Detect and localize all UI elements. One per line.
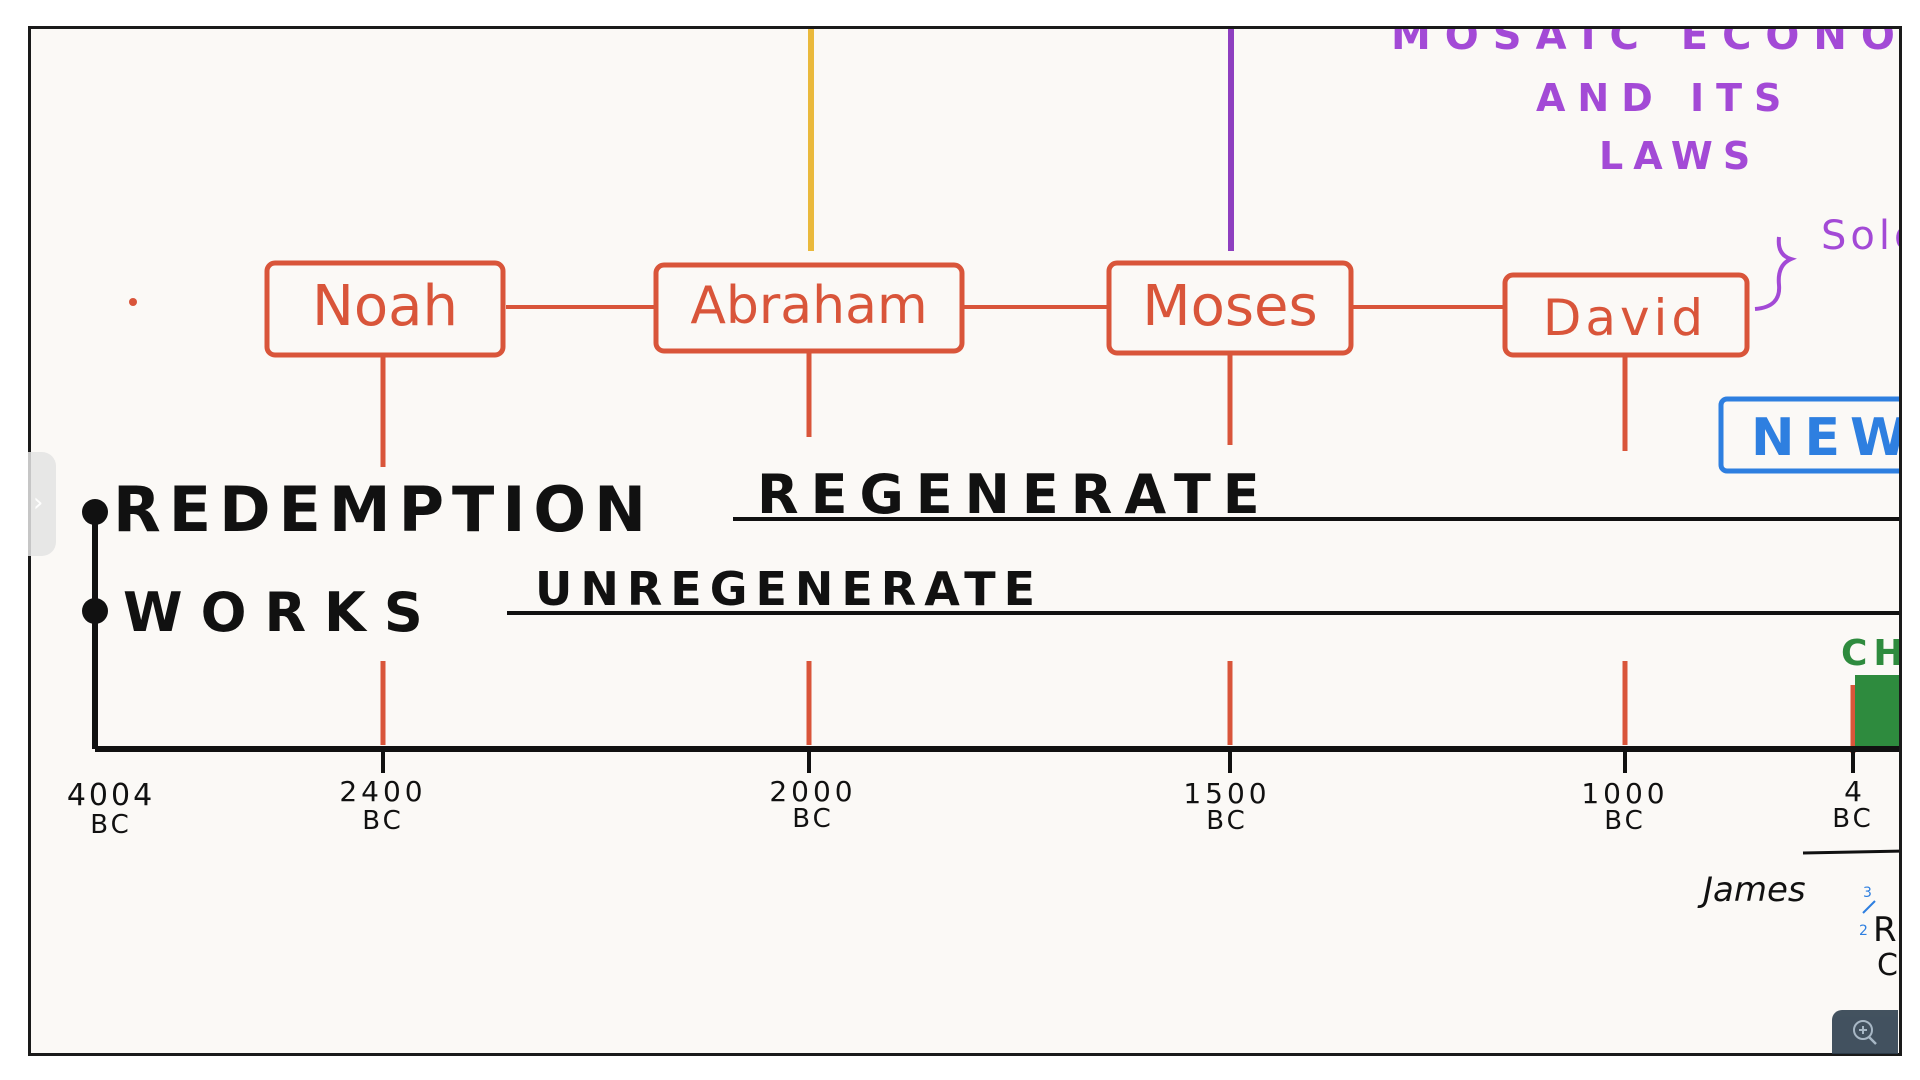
christ-label: CH xyxy=(1841,633,1902,674)
side-note: Solo xyxy=(1821,213,1902,259)
svg-text:BC: BC xyxy=(1832,804,1874,834)
redemption-label: REDEMPTION xyxy=(113,473,654,546)
zoom-in-icon xyxy=(1853,1020,1877,1045)
christ-block xyxy=(1855,675,1899,749)
svg-text:BC: BC xyxy=(1206,806,1248,836)
bottom-note: James xyxy=(1697,870,1806,910)
side-panel-handle[interactable]: › xyxy=(28,452,56,556)
tick-2400: 2400 BC xyxy=(339,749,426,836)
header-line-3: LAWS xyxy=(1599,134,1760,178)
tick-1000: 1000 BC xyxy=(1581,749,1668,836)
tiny-mark-d: C xyxy=(1877,948,1898,983)
unregenerate-label: UNREGENERATE xyxy=(535,562,1043,616)
whiteboard-canvas: MOSAIC ECONO AND ITS LAWS Noah Abraham M… xyxy=(28,26,1902,1056)
svg-text:2000: 2000 xyxy=(769,775,856,808)
noah-box: Noah xyxy=(264,260,506,467)
svg-text:1000: 1000 xyxy=(1581,777,1668,810)
svg-text:BC: BC xyxy=(90,810,132,840)
moses-box: Moses xyxy=(1106,260,1354,445)
tick-4: 4 BC xyxy=(1832,749,1874,834)
tick-2000: 2000 BC xyxy=(769,749,856,834)
abraham-box: Abraham xyxy=(653,262,965,437)
abraham-label: Abraham xyxy=(690,276,927,336)
tick-4004: 4004 BC xyxy=(67,778,155,840)
svg-text:4004: 4004 xyxy=(67,778,155,813)
chevron-right-icon: › xyxy=(33,488,44,518)
david-box: David xyxy=(1502,272,1750,451)
moses-label: Moses xyxy=(1142,274,1317,339)
new-box-label: NEW xyxy=(1751,408,1902,468)
header-line-1: MOSAIC ECONO xyxy=(1391,29,1902,59)
svg-text:1500: 1500 xyxy=(1183,777,1270,810)
new-box xyxy=(1718,396,1899,474)
tiny-mark-c: R xyxy=(1873,910,1897,950)
david-brace xyxy=(1754,236,1797,311)
svg-text:4: 4 xyxy=(1844,775,1862,808)
regenerate-label: REGENERATE xyxy=(757,463,1272,526)
svg-text:BC: BC xyxy=(1604,806,1646,836)
svg-text:BC: BC xyxy=(362,806,404,836)
tiny-mark-a: 3 xyxy=(1863,885,1872,901)
tiny-stroke xyxy=(1862,900,1876,914)
bottom-note-line xyxy=(1802,849,1899,855)
stray-dot xyxy=(129,298,137,306)
svg-text:2400: 2400 xyxy=(339,775,426,808)
header-line-2: AND ITS xyxy=(1536,76,1793,120)
noah-label: Noah xyxy=(312,274,458,339)
tick-1500: 1500 BC xyxy=(1183,749,1270,836)
timeline-diagram: MOSAIC ECONO AND ITS LAWS Noah Abraham M… xyxy=(67,29,1902,983)
works-label: WORKS xyxy=(123,581,441,644)
david-label: David xyxy=(1543,289,1707,347)
tiny-mark-b: 2 xyxy=(1859,923,1868,939)
zoom-button[interactable] xyxy=(1832,1010,1898,1054)
svg-text:BC: BC xyxy=(792,804,834,834)
